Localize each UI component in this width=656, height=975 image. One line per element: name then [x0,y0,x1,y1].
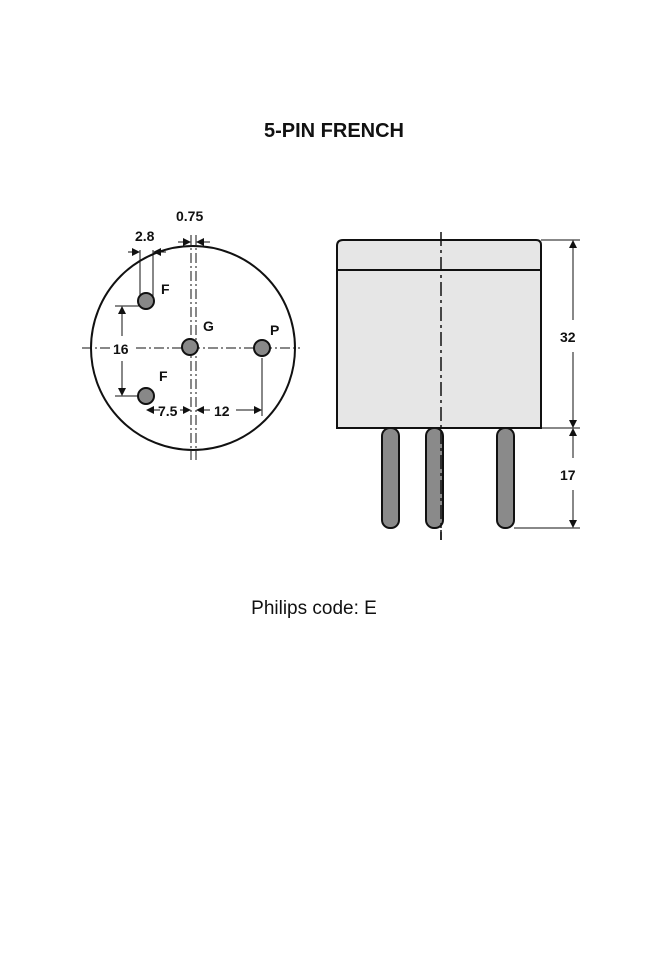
dim-label-075: 0.75 [176,208,203,224]
dim-label-32: 32 [560,329,576,345]
side-pin-left [381,427,400,529]
side-view: 32 17 [336,232,580,540]
valve-body [336,239,542,429]
dim-label-12: 12 [214,403,230,419]
pin-f-bottom [137,387,155,405]
pin-g [181,338,199,356]
pin-label-f-top: F [161,281,170,297]
pin-p [253,339,271,357]
side-pin-right [496,427,515,529]
dim-label-75: 7.5 [158,403,178,419]
dim-label-17: 17 [560,467,576,483]
pin-label-p: P [270,322,279,338]
dim-label-28: 2.8 [135,228,155,244]
pin-label-f-bottom: F [159,368,168,384]
philips-code-caption: Philips code: E [251,598,377,619]
dim-label-16: 16 [113,341,129,357]
page-title: 5-PIN FRENCH [263,120,404,142]
pin-label-g: G [203,318,214,334]
side-pin-centre [425,427,444,529]
base-view: 0.75 2.8 16 7.5 12 [82,208,300,460]
pin-f-top [137,292,155,310]
